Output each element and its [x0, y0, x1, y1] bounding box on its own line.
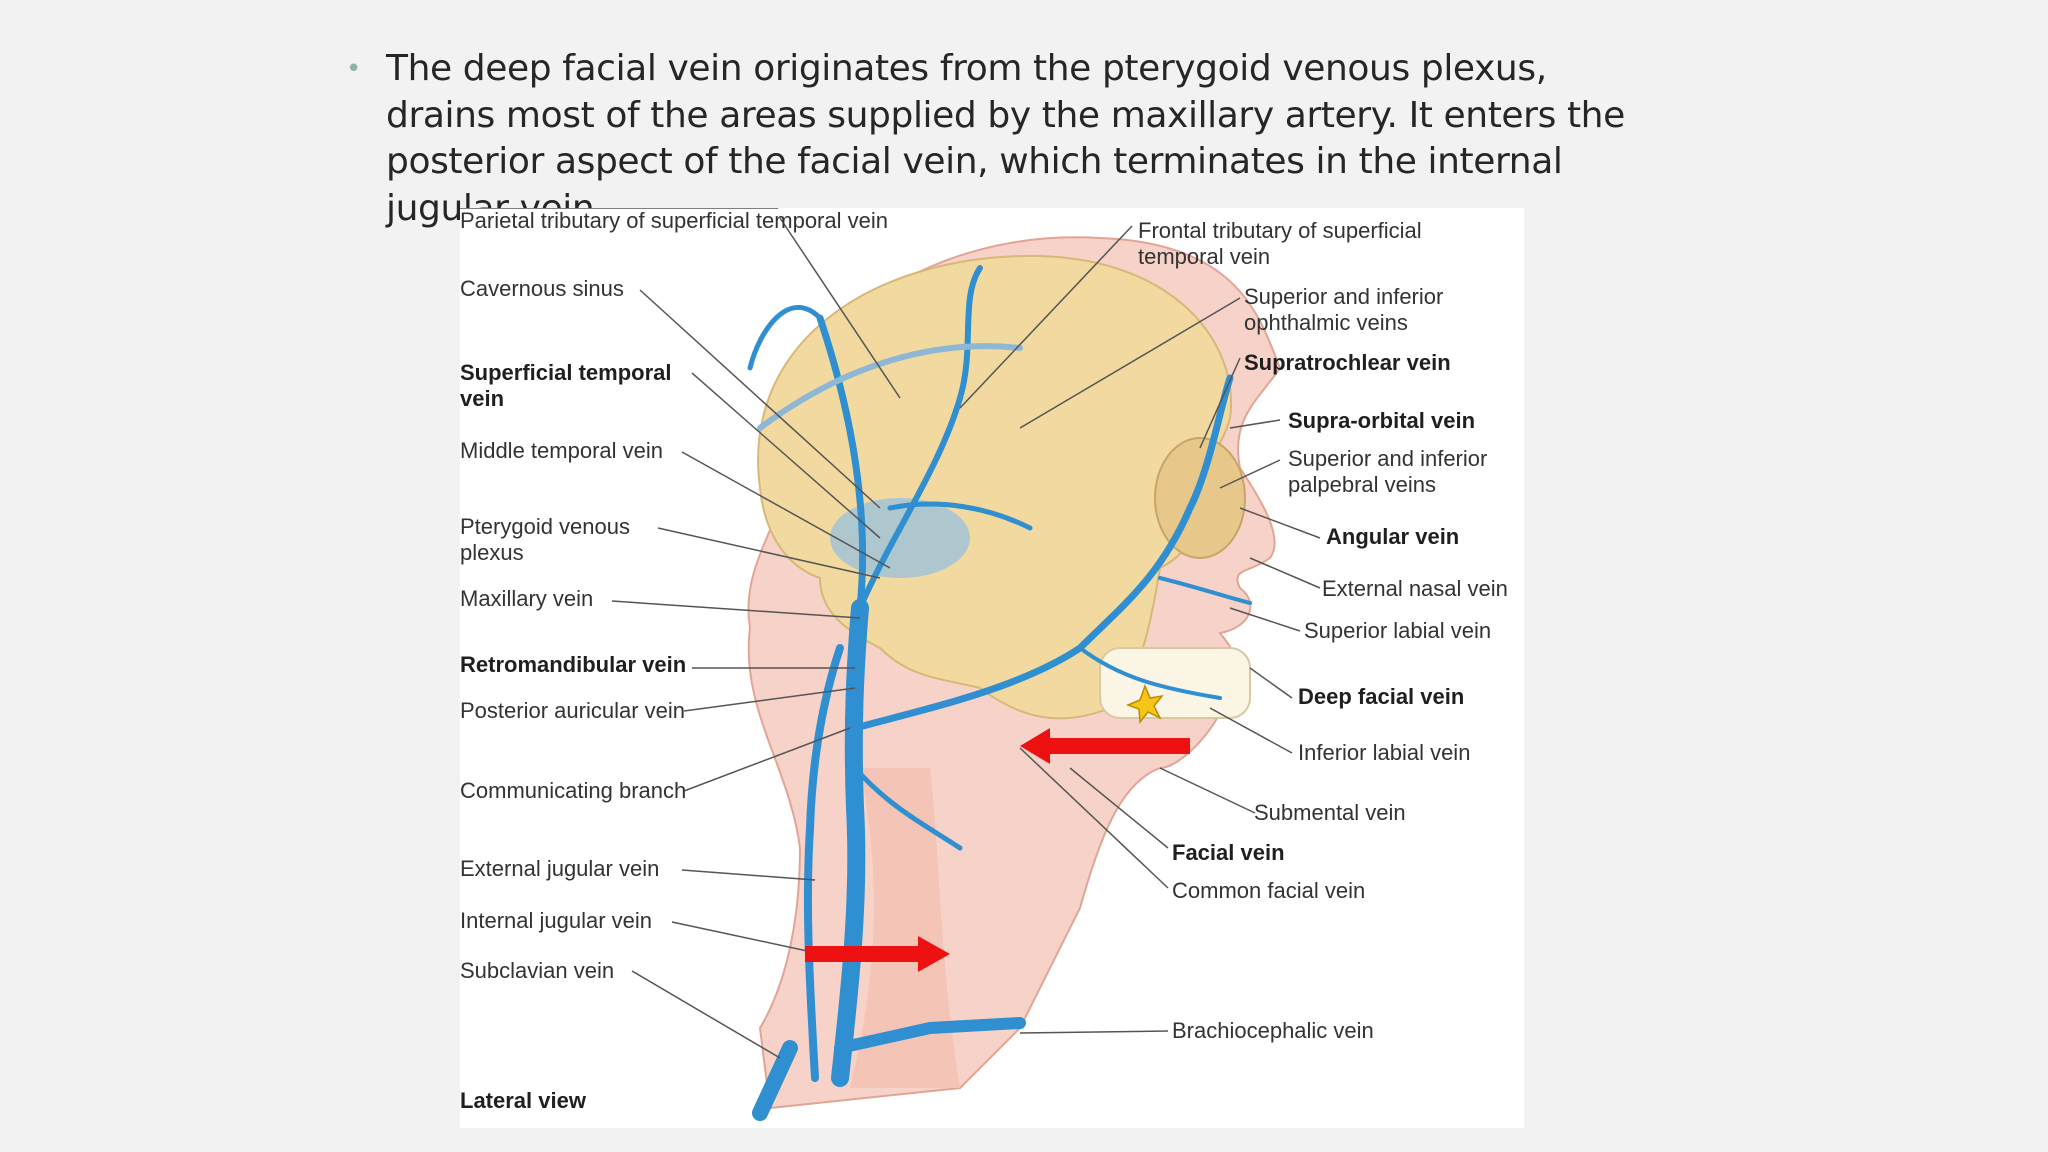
leader-lines	[460, 208, 1321, 1059]
label-submental-vein: Submental vein	[1254, 800, 1406, 825]
label-inferior-labial-vein: Inferior labial vein	[1298, 740, 1471, 765]
label-ophthalmic-veins: Superior and inferior ophthalmic veins	[1244, 284, 1444, 335]
label-pterygoid-venous-plexus: Pterygoid venous plexus	[460, 514, 630, 565]
bullet-item: • The deep facial vein originates from t…	[346, 46, 1646, 232]
label-supratrochlear-vein: Supratrochlear vein	[1244, 350, 1451, 375]
label-frontal-tributary: Frontal tributary of superficial tempora…	[1138, 218, 1422, 269]
highlight-arrows	[805, 728, 1190, 972]
label-angular-vein: Angular vein	[1326, 524, 1460, 549]
pterygoid-plexus	[830, 498, 970, 578]
arrow-internal-jugular-head	[918, 936, 950, 972]
label-middle-temporal-vein: Middle temporal vein	[460, 438, 663, 463]
label-subclavian-vein: Subclavian vein	[460, 958, 615, 983]
neck-tissue	[850, 768, 960, 1088]
bullet-dot-icon: •	[346, 54, 362, 84]
anatomy-figure: Parietal tributary of superficial tempor…	[460, 208, 1524, 1128]
label-maxillary-vein: Maxillary vein	[460, 586, 594, 611]
label-external-nasal-vein: External nasal vein	[1322, 576, 1508, 601]
teeth	[1099, 647, 1251, 719]
head-neck-illustration	[460, 208, 1321, 1121]
label-supra-orbital-vein: Supra-orbital vein	[1288, 408, 1476, 433]
arrow-deep-facial-shaft	[1040, 738, 1190, 754]
label-posterior-auricular-vein: Posterior auricular vein	[460, 698, 685, 723]
arrow-internal-jugular-shaft	[805, 946, 920, 962]
label-internal-jugular-vein: Internal jugular vein	[460, 908, 653, 933]
vein-network	[747, 265, 1252, 1121]
label-retromandibular-vein: Retromandibular vein	[460, 652, 687, 677]
arrow-deep-facial-head	[1020, 728, 1050, 764]
figure-caption: Lateral view	[460, 1088, 586, 1113]
label-parietal-tributary: Parietal tributary of superficial tempor…	[460, 208, 888, 233]
star-marker	[1125, 683, 1164, 724]
label-common-facial-vein: Common facial vein	[1172, 878, 1366, 903]
label-brachiocephalic-vein: Brachiocephalic vein	[1172, 1018, 1374, 1043]
label-communicating-branch: Communicating branch	[460, 778, 687, 803]
label-deep-facial-vein: Deep facial vein	[1298, 684, 1465, 709]
label-cavernous-sinus: Cavernous sinus	[460, 276, 624, 301]
label-external-jugular-vein: External jugular vein	[460, 856, 660, 881]
label-superior-labial-vein: Superior labial vein	[1304, 618, 1492, 643]
orbit	[1154, 437, 1246, 559]
bullet-text: The deep facial vein originates from the…	[386, 48, 1625, 229]
label-palpebral-veins: Superior and inferior palpebral veins	[1288, 446, 1488, 497]
label-superficial-temporal-vein: Superficial temporal vein	[460, 360, 672, 411]
label-facial-vein: Facial vein	[1172, 840, 1285, 865]
